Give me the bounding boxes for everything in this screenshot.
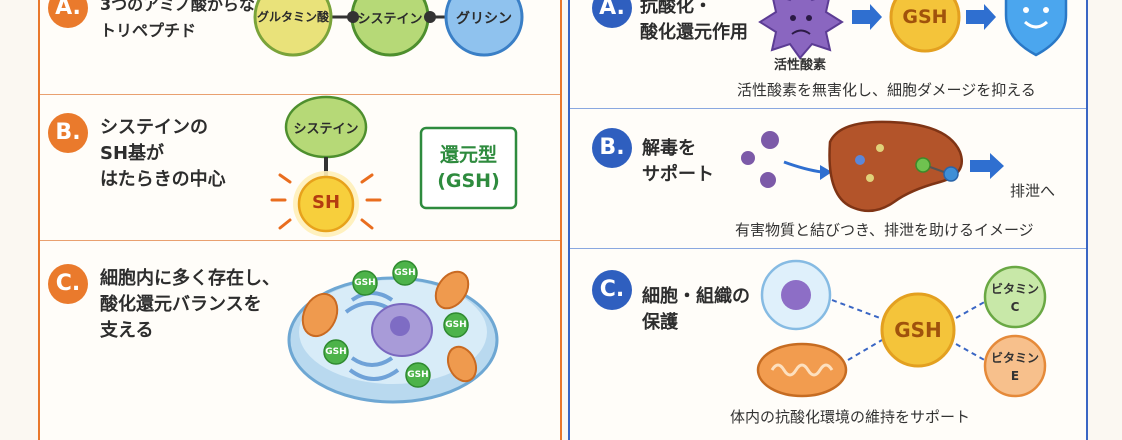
right-b-diagram — [741, 120, 1004, 213]
gsh-conjugate — [943, 166, 959, 182]
gsh-dot-label: GSH — [407, 370, 429, 380]
divider — [570, 248, 1086, 249]
vitamin-c-label: ビタミン C — [990, 282, 1039, 314]
left-a-chain — [253, 0, 524, 57]
vitamin-e-label: ビタミン E — [990, 351, 1039, 383]
right-a-caption: 活性酸素を無害化し、細胞ダメージを抑える — [737, 81, 1036, 99]
mitochondrion — [446, 345, 478, 383]
bond-dot — [424, 11, 436, 23]
spark-rays — [270, 173, 382, 230]
link-lines — [831, 299, 989, 363]
badge-left-c: C. — [48, 264, 88, 304]
divider — [40, 240, 560, 241]
reduced-box — [419, 126, 518, 210]
mitochondrion — [301, 292, 339, 338]
mitochondrion — [434, 270, 470, 310]
badge-right-b: B. — [592, 128, 632, 168]
gsh-label: GSH — [894, 318, 942, 342]
arrow-icon — [966, 4, 996, 30]
right-c-diagram — [756, 259, 1047, 398]
badge-right-c: C. — [592, 270, 632, 310]
gsh-dot-label: GSH — [325, 347, 347, 357]
cell-nucleus — [781, 280, 811, 310]
amino-label: グルタミン酸 — [256, 10, 329, 24]
gsh-dots — [323, 260, 469, 388]
arrow-icon — [852, 4, 882, 30]
gsh-dot-label: GSH — [394, 268, 416, 278]
gsh-ball — [889, 0, 961, 53]
ros-label: 活性酸素 — [774, 58, 827, 73]
sh-label: SH — [311, 192, 341, 213]
reduced-label: 還元型 (GSH) — [437, 144, 500, 192]
vitamin-c-ball — [983, 265, 1047, 329]
ros-molecule — [758, 0, 844, 60]
badge-left-a: A. — [48, 0, 88, 28]
bond-dot — [347, 11, 359, 23]
left-c-text: 細胞内に多く存在し、 酸化還元バランスを 支える — [100, 268, 280, 341]
gsh-ball — [880, 292, 956, 368]
mitochondrion-icon — [756, 342, 848, 398]
badge-left-b: B. — [48, 113, 88, 153]
right-b-caption: 有害物質と結びつき、排泄を助けるイメージ — [735, 221, 1034, 239]
amino-label: グリシン — [456, 11, 512, 27]
excrete-label: 排泄へ — [1010, 182, 1056, 200]
badge-right-a: A. — [592, 0, 632, 28]
glycine-ball — [444, 0, 524, 57]
gsh-conjugate — [915, 157, 931, 173]
glutamate-ball — [253, 0, 333, 57]
cell-illustration — [287, 260, 499, 404]
arrow-icon — [970, 153, 1004, 179]
gsh-label: GSH — [902, 6, 948, 28]
gsh-dot-label: GSH — [445, 320, 467, 330]
right-b-text: 解毒を サポート — [642, 138, 714, 185]
nucleolus — [390, 316, 410, 336]
gsh-dot-label: GSH — [354, 278, 376, 288]
divider — [570, 108, 1086, 109]
liver-icon — [828, 120, 963, 213]
right-c-text: 細胞・組織の 保護 — [642, 286, 750, 333]
cysteine-label: システイン — [293, 122, 359, 137]
left-b-text: システインの SH基が はたらきの中心 — [100, 117, 226, 190]
right-a-diagram — [758, 0, 1068, 60]
right-a-text: 抗酸化・ 酸化還元作用 — [640, 0, 748, 43]
sh-ball — [297, 175, 355, 233]
right-c-caption: 体内の抗酸化環境の維持をサポート — [730, 408, 971, 426]
divider — [40, 94, 560, 95]
left-b-sh-diagram — [270, 95, 518, 237]
left-a-text: 3つのアミノ酸からなる トリペプチド — [100, 0, 271, 40]
flow-arrow — [783, 160, 823, 174]
toxin-particles — [741, 131, 779, 188]
amino-label: システイン — [357, 12, 423, 27]
vitamin-e-ball — [983, 334, 1047, 398]
